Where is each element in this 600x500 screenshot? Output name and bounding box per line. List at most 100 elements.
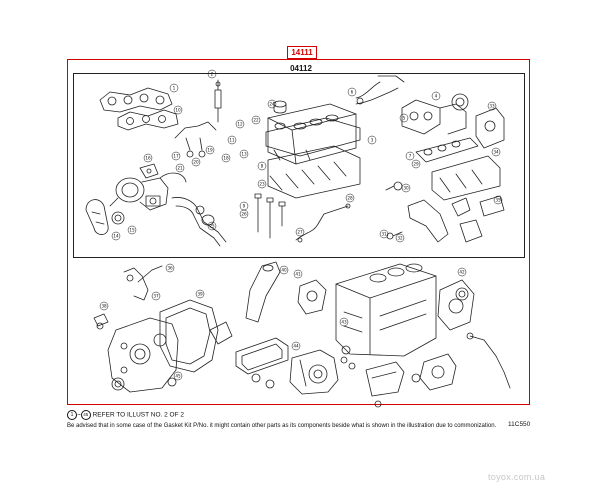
exhaust-manifold-gasket-2[interactable] [117, 109, 179, 131]
callout-42[interactable]: 42 [459, 270, 465, 275]
cylinder-head[interactable] [267, 145, 361, 199]
wire-harness[interactable] [295, 203, 351, 243]
callout-3[interactable]: 3 [371, 138, 374, 143]
range-start-marker[interactable]: 1 [67, 410, 77, 420]
callout-31[interactable]: 31 [381, 232, 387, 237]
callout-20[interactable]: 20 [193, 160, 199, 165]
callout-11[interactable]: 11 [229, 138, 235, 143]
callout-36[interactable]: 36 [167, 266, 173, 271]
water-pump-seal[interactable] [340, 356, 356, 370]
cylinder-block[interactable] [335, 263, 437, 357]
callout-4[interactable]: 4 [435, 94, 438, 99]
fuel-injector[interactable] [214, 79, 222, 123]
ring-gasket[interactable] [111, 211, 125, 225]
callout-8[interactable]: 8 [261, 164, 264, 169]
callout-7[interactable]: 7 [409, 154, 412, 159]
callout-5[interactable]: 5 [403, 116, 406, 121]
dipstick-guide[interactable] [123, 265, 163, 301]
head-bolts[interactable] [254, 193, 286, 239]
callout-21[interactable]: 21 [177, 166, 183, 171]
water-pump[interactable] [289, 349, 339, 395]
callout-15[interactable]: 15 [129, 228, 135, 233]
callout-14[interactable]: 14 [113, 234, 119, 239]
inlet-manifold-lower[interactable] [431, 155, 501, 201]
assembly-code-label[interactable]: 14111 [287, 46, 317, 59]
callout-13[interactable]: 13 [241, 152, 247, 157]
callout-17[interactable]: 17 [173, 154, 179, 159]
callout-30[interactable]: 30 [403, 186, 409, 191]
callout-27[interactable]: 27 [297, 230, 303, 235]
bracket-gasket[interactable] [139, 163, 159, 179]
oil-level-dipstick[interactable] [466, 332, 511, 389]
callout-26[interactable]: 26 [241, 212, 247, 217]
callout-23[interactable]: 23 [259, 182, 265, 187]
range-end-marker[interactable]: 45 [80, 410, 91, 420]
bracket-gasket-right[interactable] [451, 195, 505, 217]
small-ring-gasket[interactable] [195, 205, 205, 215]
oil-filter-seal[interactable] [411, 373, 421, 383]
head-cover-gasket[interactable] [265, 117, 361, 157]
callout-18[interactable]: 18 [223, 156, 229, 161]
oil-cooler-gasket[interactable] [235, 337, 289, 375]
egr-tube[interactable] [355, 75, 405, 105]
intake-manifold[interactable] [401, 99, 467, 135]
callout-24[interactable]: 24 [269, 102, 275, 107]
callout-12[interactable]: 12 [237, 122, 243, 127]
turbocharger[interactable] [109, 172, 187, 211]
callout-16[interactable]: 16 [145, 156, 151, 161]
callout-40[interactable]: 40 [281, 268, 287, 273]
watermark-text: toyox.com.ua [488, 472, 546, 482]
callout-37[interactable]: 37 [153, 294, 159, 299]
small-seal[interactable] [167, 377, 177, 387]
intake-hose[interactable] [85, 199, 109, 235]
callout-33[interactable]: 33 [489, 104, 495, 109]
thermostat-housing[interactable] [297, 279, 327, 315]
callout-9[interactable]: 9 [243, 204, 246, 209]
rear-oil-seal[interactable] [455, 287, 469, 301]
crankshaft-seal[interactable] [111, 377, 125, 391]
water-outlet-pipe[interactable] [407, 199, 483, 243]
callout-39[interactable]: 39 [197, 292, 203, 297]
water-bypass-pipe[interactable] [245, 261, 281, 323]
callout-32[interactable]: 32 [397, 236, 403, 241]
intake-manifold-gasket[interactable] [415, 137, 479, 163]
callout-19[interactable]: 19 [207, 148, 213, 153]
callout-22[interactable]: 22 [253, 118, 259, 123]
gasket-kit-advisory: Be advised that in some case of the Gask… [67, 423, 497, 429]
seal-clamp[interactable] [93, 313, 109, 330]
oil-filler-cap[interactable] [273, 100, 287, 114]
glow-plug-harness[interactable] [174, 121, 217, 158]
callout-28[interactable]: 28 [347, 196, 353, 201]
callout-2[interactable]: 2 [211, 72, 214, 77]
callout-45[interactable]: 45 [175, 374, 181, 379]
block-plug[interactable] [341, 345, 351, 355]
drain-plug-gasket[interactable] [374, 400, 382, 408]
kit-code-label[interactable]: 04112 [290, 64, 312, 73]
cooler-seal-ring[interactable] [251, 373, 275, 389]
callout-34[interactable]: 34 [493, 150, 499, 155]
oil-filter-bracket[interactable] [419, 353, 457, 391]
upper-parts-frame [73, 73, 525, 258]
callout-44[interactable]: 44 [293, 344, 299, 349]
exhaust-manifold-gasket[interactable] [99, 87, 173, 113]
timing-cover-gasket[interactable] [159, 299, 219, 373]
hose-clip[interactable] [385, 181, 403, 240]
exhaust-gasket-right[interactable] [475, 107, 505, 149]
throttle-body[interactable] [451, 93, 469, 111]
exhaust-pipe[interactable] [171, 197, 227, 247]
callout-29[interactable]: 29 [413, 162, 419, 167]
water-pump-gasket[interactable] [209, 321, 233, 345]
callout-25[interactable]: 25 [209, 224, 215, 229]
callout-35[interactable]: 35 [495, 198, 501, 203]
callout-41[interactable]: 41 [295, 272, 301, 277]
callout-10[interactable]: 10 [175, 108, 181, 113]
callout-1[interactable]: 1 [173, 86, 176, 91]
callout-43[interactable]: 43 [341, 320, 347, 325]
callout-6[interactable]: 6 [351, 90, 354, 95]
rear-oil-seal-retainer[interactable] [437, 279, 475, 331]
oil-pan[interactable] [365, 361, 405, 397]
refer-note: 1~45 REFER TO ILLUST NO. 2 OF 2 [67, 410, 184, 420]
callout-38[interactable]: 38 [101, 304, 107, 309]
